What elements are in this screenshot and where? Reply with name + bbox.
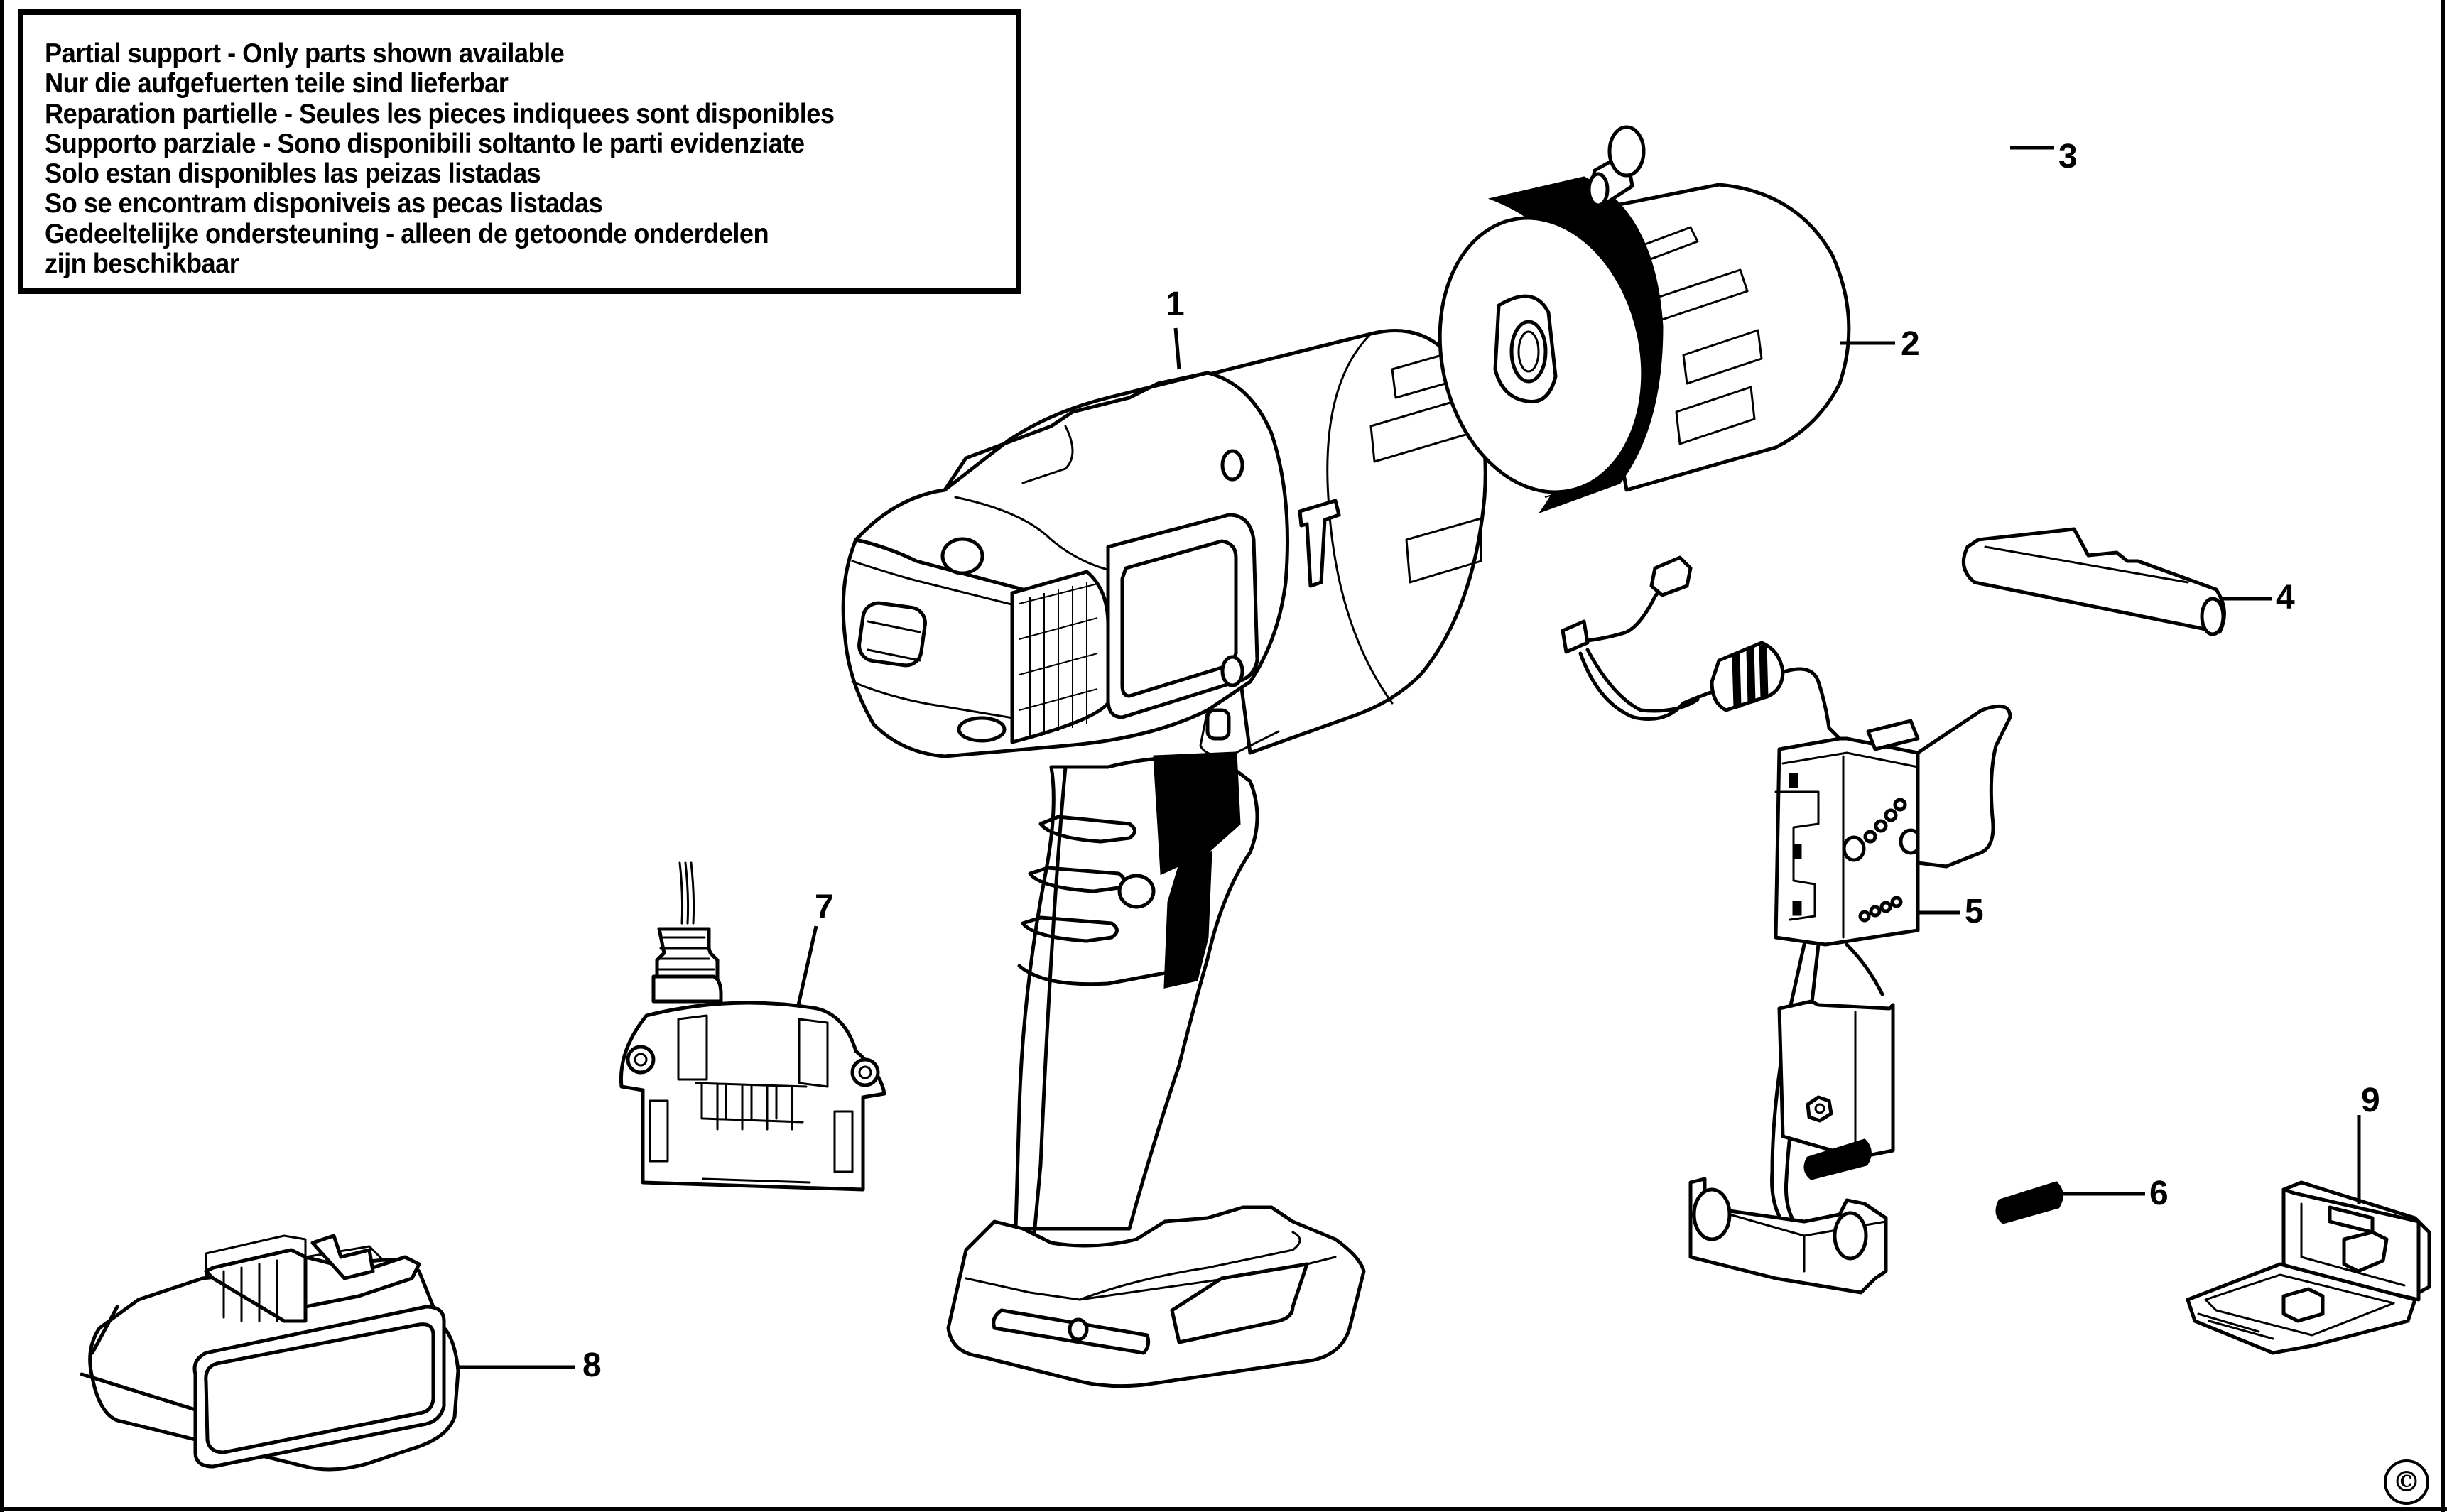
rear-switch-icon: [857, 601, 927, 668]
part-8-battery-pack: [80, 1234, 460, 1472]
switch-slot: [1789, 773, 1798, 788]
charger-cable: [678, 861, 695, 925]
cable-strain-relief: [655, 927, 720, 982]
notice-line-es: Solo estan disponibles las peizas listad…: [45, 158, 541, 190]
wire: [1774, 667, 1842, 741]
switch-lock-button: [1866, 719, 1920, 751]
part-4-component: [1961, 527, 2226, 636]
case-tray-insert: [2281, 1287, 2325, 1323]
notice-line-it: Supporto parziale - Sono disponibili sol…: [45, 128, 805, 159]
screw-tip: [1587, 172, 1610, 207]
part-1-drill-body: [841, 329, 1487, 1388]
part-5-switch-module: [1561, 555, 2012, 1295]
page-border-right: [2441, 0, 2445, 1512]
component-end-cap: [2200, 597, 2225, 636]
page-border-left: [0, 0, 4, 1512]
vent-slats: [1019, 582, 1098, 739]
callout-1: 1: [1166, 285, 1185, 323]
case-insert: [2342, 1230, 2389, 1273]
notice-line-nl-cont: zijn beschikbaar: [45, 249, 239, 280]
callout-6: 6: [2149, 1175, 2169, 1212]
leader-7: [796, 925, 818, 1006]
callout-9: 9: [2361, 1082, 2380, 1119]
grip-rubber-lower: [1163, 850, 1212, 989]
hex-nut-icon: [1806, 1095, 1833, 1123]
screw-icon: [1220, 449, 1244, 482]
part-9-hinged-case: [2186, 1180, 2431, 1355]
battery-seam: [80, 1305, 197, 1412]
housing-parting-line: [1031, 765, 1068, 1323]
notice-line-pt: So se encontram disponiveis as pecas lis…: [45, 188, 603, 219]
charger-plate: [619, 1001, 886, 1192]
callout-8: 8: [582, 1347, 602, 1384]
belt-hook-pin: [957, 716, 1007, 743]
part-7-charger-connector: [619, 861, 886, 1192]
direction-switch: [1205, 708, 1231, 741]
switch-terminal: [1842, 835, 1866, 862]
grip-rib: [1028, 866, 1126, 893]
battery-front-panel: [192, 1305, 446, 1469]
copyright-icon: ©: [2384, 1459, 2429, 1505]
led-lens: [940, 537, 984, 575]
terminal-block-ear: [1692, 1187, 1732, 1241]
grip-rib: [1021, 915, 1119, 943]
leader-1: [1173, 327, 1181, 370]
callout-2: 2: [1901, 325, 1920, 363]
page-border-bottom: [0, 1507, 2447, 1511]
notice-line-fr: Reparation partielle - Seules les pieces…: [45, 98, 835, 129]
base-screw: [1068, 1317, 1089, 1342]
trigger: [1916, 704, 2012, 869]
part-2-chuck: [1438, 176, 1851, 514]
chuck-bore: [1509, 320, 1548, 384]
mount-hole: [626, 1045, 656, 1075]
charger-contacts: [695, 1082, 811, 1184]
charger-slot: [649, 1099, 669, 1163]
mount-hole: [850, 1057, 880, 1087]
availability-notice-lines: Partial support - Only parts shown avail…: [45, 38, 894, 280]
component-body: [1961, 527, 2226, 634]
battery-base-window: [1170, 1262, 1309, 1344]
callout-7: 7: [815, 888, 834, 926]
availability-notice-box: Partial support - Only parts shown avail…: [18, 9, 1021, 294]
grip-button: [1117, 874, 1156, 909]
part-3-chuck-screw: [1587, 125, 1646, 208]
nose-grip-slot: [1405, 517, 1482, 584]
drill-battery-base: [946, 1205, 1366, 1388]
notice-line-en: Partial support - Only parts shown avail…: [45, 38, 565, 69]
wire-connector: [1561, 619, 1590, 654]
chuck-grip-slots: [1632, 226, 1763, 445]
grip-rib: [1038, 815, 1136, 844]
notice-line-de: Nur die aufgefuerten teile sind lieferba…: [45, 68, 509, 99]
spring-upper: [1803, 1138, 1872, 1180]
spring-lower: [1995, 1181, 2063, 1224]
capacitor-block: [1777, 999, 1895, 1160]
battery-latch: [310, 1234, 375, 1280]
leader-lines: [458, 146, 2361, 1369]
notice-line-nl: Gedeeltelijke ondersteuning - alleen de …: [45, 218, 769, 249]
hammer-mode-icon: [1298, 499, 1341, 588]
screw-icon: [1220, 655, 1244, 687]
screw-head: [1607, 125, 1646, 178]
callout-4: 4: [2276, 579, 2295, 616]
grip-rubber-upper: [1153, 751, 1241, 876]
part-6-springs: [1803, 1138, 2063, 1224]
wire-connector: [1649, 555, 1693, 597]
terminal-block: [1688, 1177, 1888, 1295]
callout-5: 5: [1965, 893, 1984, 930]
callout-3: 3: [2058, 138, 2078, 175]
